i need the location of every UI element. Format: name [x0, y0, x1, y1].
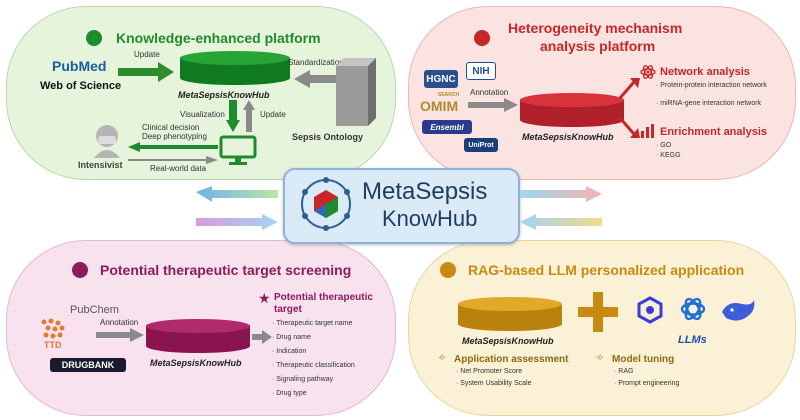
annotation-label-bottom: Annotation: [100, 318, 139, 327]
rag-hub-cylinder: [458, 297, 562, 331]
hgnc-logo: HGNC: [424, 70, 458, 88]
update-label-left: Update: [134, 50, 160, 59]
target-item-1: · Therapeutic target name: [272, 320, 353, 327]
ttd-logo-icon: [41, 318, 65, 339]
network-item-2: · miRNA-gene interaction network: [656, 100, 762, 107]
omim-logo: SEARCH OMIM: [420, 92, 460, 114]
enrichment-item-2: · KEGG: [656, 152, 681, 159]
therapeutic-title: Potential therapeutic target screening: [100, 262, 352, 278]
tuning-item-1: · RAG: [614, 368, 634, 375]
center-hub-name-2: KnowHub: [382, 206, 478, 231]
tuning-title: Model tuning: [612, 354, 675, 365]
assessment-title: Application assessment: [454, 354, 569, 365]
intensivist-icon: [94, 125, 120, 158]
usb-icon-assessment: ⟢: [438, 352, 446, 363]
visualization-label: Visualization: [180, 110, 225, 119]
enrichment-title: Enrichment analysis: [660, 126, 767, 138]
knowledge-panel: [6, 6, 396, 180]
network-title: Network analysis: [660, 66, 750, 78]
heterogeneity-hub-cylinder: [520, 93, 624, 127]
target-item-4: · Therapeutic classification: [272, 362, 355, 369]
network-branch-arrow: [618, 78, 640, 99]
center-hub-name-1: MetaSepsis: [362, 178, 488, 205]
knowledge-hub-cylinder: [180, 51, 290, 85]
llm-logo-icon-1: [637, 296, 663, 324]
ensembl-logo: Ensembl: [422, 120, 472, 134]
therapeutic-arrow-right: [252, 330, 272, 344]
intensivist-label: Intensivist: [78, 160, 123, 170]
enrichment-branch-arrow: [618, 117, 640, 138]
annotation-arrow-top: [468, 98, 518, 112]
heterogeneity-title-2: analysis platform: [540, 38, 656, 54]
target-item-5: · Signaling pathway: [272, 376, 334, 383]
usb-icon-tuning: ⟢: [596, 352, 604, 363]
realworld-arrow: [128, 156, 218, 164]
plus-icon: [578, 292, 618, 332]
ttd-label: TTD: [44, 340, 62, 350]
rag-hub-label: MetaSepsisKnowHub: [462, 336, 554, 346]
enrichment-item-1: · GO: [656, 142, 672, 149]
rag-title: RAG-based LLM personalized application: [468, 262, 745, 278]
heterogeneity-hub-label: MetaSepsisKnowHub: [522, 132, 614, 142]
therapeutic-hub-label: MetaSepsisKnowHub: [150, 358, 242, 368]
update-arrow-left: [118, 62, 174, 82]
atom-icon: [640, 65, 656, 79]
visualization-arrow: [226, 100, 240, 132]
uniprot-logo: UniProt: [464, 138, 498, 152]
knowledge-hub-label: MetaSepsisKnowHub: [178, 90, 270, 100]
knowledge-title: Knowledge-enhanced platform: [116, 30, 321, 46]
ontology-box: [336, 58, 376, 126]
connector-arrows-left: [196, 186, 278, 230]
realworld-label: Real-world data: [150, 164, 207, 173]
update-label-down: Update: [260, 110, 286, 119]
therapeutic-dot: [72, 262, 88, 278]
hub-network-icon: [301, 177, 351, 231]
target-item-2: · Drug name: [272, 334, 311, 341]
clinical-arrow: [128, 142, 218, 152]
star-icon: ★: [258, 290, 271, 306]
therapeutic-hub-cylinder: [146, 319, 250, 353]
pubchem-logo: PubChem: [70, 304, 119, 316]
target-title-1: Potential therapeutic: [274, 292, 373, 303]
annotation-label-top: Annotation: [470, 88, 509, 97]
network-item-1: · Protein-protein interaction network: [656, 82, 767, 89]
clinical-label-2: Deep phenotyping: [142, 132, 207, 141]
monitor-icon: [219, 135, 257, 165]
target-title-2: target: [274, 304, 302, 315]
drugbank-logo: DRUGBANK: [50, 358, 126, 372]
connector-arrows-right: [520, 186, 602, 230]
rag-dot: [440, 262, 456, 278]
heterogeneity-dot: [474, 30, 490, 46]
target-item-3: · Indication: [272, 348, 307, 355]
annotation-arrow-bottom: [96, 328, 144, 342]
standardization-arrow: [294, 70, 344, 88]
whale-icon: [722, 300, 755, 321]
update-arrow-up: [243, 100, 255, 132]
knowledge-dot: [86, 30, 102, 46]
assessment-item-1: · Net Promoter Score: [456, 368, 523, 375]
pubmed-logo: PubMed: [52, 58, 107, 74]
assessment-item-2: · System Usability Scale: [456, 380, 532, 387]
target-item-6: · Drug type: [272, 390, 307, 397]
heterogeneity-title-1: Heterogeneity mechanism: [508, 20, 683, 36]
tuning-item-2: · Prompt engineering: [614, 380, 680, 387]
openai-icon: [680, 297, 706, 321]
nih-logo: NIH: [466, 62, 496, 80]
clinical-label-1: Clinical decision: [142, 123, 200, 132]
bar-chart-icon: [641, 124, 654, 138]
web-of-science-label: Web of Science: [40, 80, 122, 92]
ontology-label: Sepsis Ontology: [292, 132, 364, 142]
standardization-label: Standardization: [288, 58, 344, 67]
llms-label: LLMs: [678, 334, 707, 346]
